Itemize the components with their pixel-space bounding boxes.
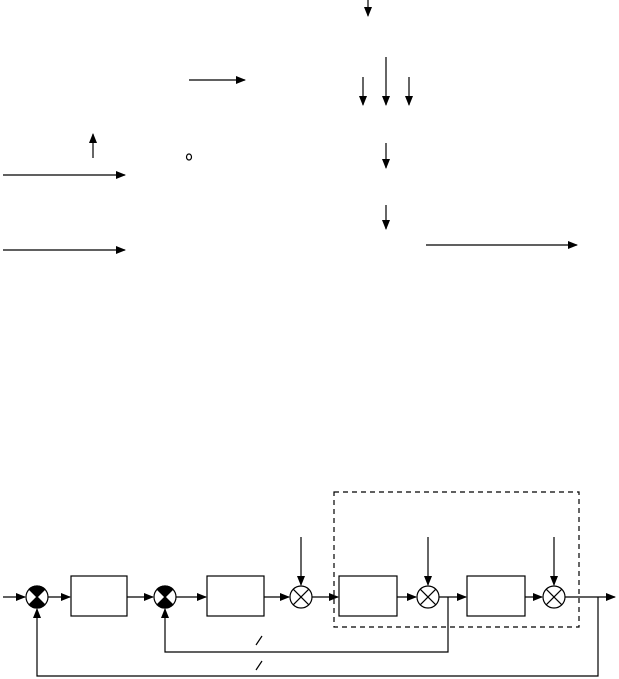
block-plant-2 [466, 575, 526, 617]
outer-feedback-path [33, 597, 599, 677]
disturbance-junction-2 [416, 585, 440, 609]
upper-fragment [3, 0, 578, 254]
block-controller-outer [70, 575, 128, 617]
disturbance-junction-3 [542, 585, 566, 609]
disturbance-junction-1 [289, 585, 313, 609]
block-diagram [3, 491, 616, 677]
sum-junction-inner [153, 585, 177, 609]
block-plant-1 [338, 575, 398, 617]
plant-dashed-region [333, 491, 580, 628]
outer-feedback-slash-mark [255, 660, 263, 671]
small-circle-mark [185, 153, 193, 161]
inner-feedback-path [161, 597, 449, 653]
sum-junction-outer [25, 585, 49, 609]
inner-feedback-slash-mark [255, 635, 263, 646]
block-controller-inner [206, 575, 265, 617]
